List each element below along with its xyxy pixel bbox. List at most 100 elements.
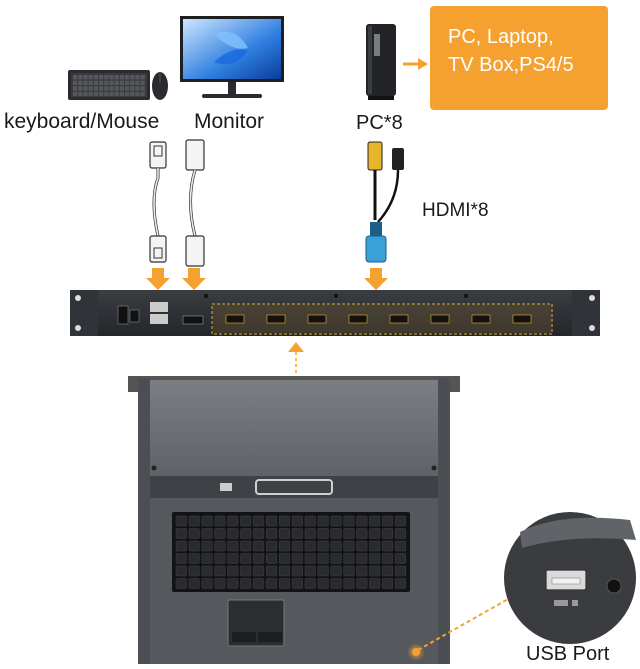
console-key: [330, 565, 342, 577]
keyboard-key: [78, 75, 83, 80]
console-key: [266, 540, 278, 552]
keyboard-key: [78, 91, 83, 97]
console-key: [201, 553, 213, 564]
console-key: [395, 528, 407, 539]
keyboard-key: [125, 86, 130, 91]
console-key: [330, 515, 342, 527]
keyboard-key: [104, 80, 109, 85]
keyboard-key: [114, 86, 119, 91]
console-key: [227, 515, 239, 527]
hdmi-input-port: [471, 314, 491, 324]
keyboard-key: [114, 91, 119, 97]
console-key: [266, 553, 278, 564]
keyboard-key: [109, 91, 114, 97]
console-key: [369, 578, 381, 589]
keyboard-key: [93, 80, 98, 85]
console-key: [201, 528, 213, 539]
console-key: [253, 553, 265, 564]
console-key: [382, 540, 394, 552]
hdmi-input-port: [225, 314, 245, 324]
console-key: [278, 540, 290, 552]
console-key: [330, 528, 342, 539]
console-key: [253, 565, 265, 577]
device-callout-box: PC, Laptop, TV Box,PS4/5: [430, 6, 608, 110]
console-key: [382, 553, 394, 564]
console-key: [291, 540, 303, 552]
console-key: [188, 578, 200, 589]
keyboard-key: [88, 75, 93, 80]
console-key: [343, 515, 355, 527]
console-key: [304, 528, 316, 539]
keyboard-key: [104, 75, 109, 80]
keyboard-key: [93, 91, 98, 97]
keyboard-key: [135, 86, 140, 91]
console-key: [278, 578, 290, 589]
mouse-icon: [152, 72, 168, 100]
console-key: [395, 515, 407, 527]
console-key: [395, 565, 407, 577]
console-key: [382, 515, 394, 527]
console-key: [227, 553, 239, 564]
keyboard-key: [83, 75, 88, 80]
console-key: [369, 553, 381, 564]
console-key: [214, 515, 226, 527]
keyboard-key: [99, 75, 104, 80]
keyboard-key: [140, 91, 145, 97]
console-key: [240, 578, 252, 589]
keyboard-key: [135, 75, 140, 80]
console-key: [188, 515, 200, 527]
console-key: [201, 515, 213, 527]
keyboard-key: [114, 80, 119, 85]
hdmi-input-port: [348, 314, 368, 324]
console-key: [343, 528, 355, 539]
keyboard-key: [135, 91, 140, 97]
console-key: [317, 578, 329, 589]
console-key: [343, 565, 355, 577]
console-key: [317, 540, 329, 552]
keyboard-key: [78, 80, 83, 85]
keyboard-key: [130, 80, 135, 85]
console-key: [304, 565, 316, 577]
pc-tower-icon: [366, 24, 396, 100]
keyboard-key: [73, 86, 78, 91]
keyboard-icon: [68, 70, 150, 100]
console-key: [343, 540, 355, 552]
console-key: [291, 528, 303, 539]
console-key: [266, 578, 278, 589]
console-key: [356, 540, 368, 552]
keyboard-key: [93, 86, 98, 91]
console-key: [175, 528, 187, 539]
console-key: [304, 540, 316, 552]
console-key: [240, 553, 252, 564]
keyboard-key: [119, 75, 124, 80]
keyboard-key: [88, 80, 93, 85]
hdmi-usb-combo-cable-icon: [365, 141, 404, 263]
console-key: [369, 565, 381, 577]
console-key: [214, 553, 226, 564]
console-key: [343, 553, 355, 564]
console-key: [369, 528, 381, 539]
console-key: [395, 540, 407, 552]
hdmi-input-port: [389, 314, 409, 324]
console-key: [291, 578, 303, 589]
keyboard-key: [140, 86, 145, 91]
keyboard-key: [109, 75, 114, 80]
console-key: [356, 578, 368, 589]
kvm-switch-panel: [70, 290, 600, 336]
monitor-icon: [180, 16, 284, 98]
console-key: [266, 515, 278, 527]
keyboard-key: [73, 75, 78, 80]
console-key: [240, 565, 252, 577]
console-key: [266, 565, 278, 577]
keyboard-key: [125, 75, 130, 80]
keyboard-key: [140, 80, 145, 85]
console-key: [382, 578, 394, 589]
console-key: [317, 565, 329, 577]
console-key: [304, 553, 316, 564]
console-key: [201, 578, 213, 589]
keyboard-key: [119, 80, 124, 85]
console-key: [175, 565, 187, 577]
hdmi-input-port: [266, 314, 286, 324]
monitor-label: Monitor: [194, 110, 265, 133]
hdmi-cable-monitor-icon: [185, 139, 205, 267]
